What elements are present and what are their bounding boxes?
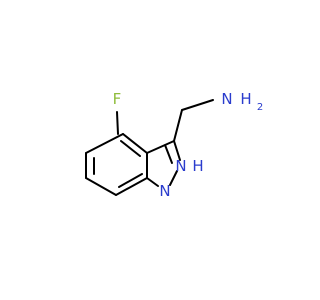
bond-c3a-c4 — [122, 133, 148, 154]
ring-nitrogen-label: N — [159, 182, 170, 200]
fluorine-atom-label: F — [113, 90, 122, 108]
bond-c3a-c4-inner — [120, 140, 141, 157]
bond-c3-n2-inner — [164, 144, 173, 164]
molecule-structure-diagram: F N H 2 N H N — [85, 90, 264, 200]
ring-nh-hydrogen-label: H — [192, 157, 203, 175]
bond-c7-c7a — [115, 177, 148, 196]
bond-c4-c5 — [85, 133, 124, 154]
bond-c3-ch2 — [173, 109, 183, 142]
atom-label-group: F N H 2 N H N — [113, 90, 264, 200]
structure-canvas: F N H 2 N H N — [85, 90, 264, 200]
bond-c4-f — [116, 111, 119, 135]
bond-n1-c7a — [146, 177, 159, 187]
ring-nh-nitrogen-label: N — [175, 157, 186, 175]
bond-group — [85, 99, 214, 196]
bond-c3a-c3 — [146, 140, 175, 154]
amine-hydrogen-label: H — [240, 90, 251, 108]
bond-ch2-n — [181, 99, 214, 111]
bond-n2-n1 — [169, 170, 178, 186]
bond-c6-c7 — [85, 177, 117, 196]
amine-nitrogen-label: N — [221, 90, 232, 108]
bond-c7-c7a-inner — [118, 173, 143, 188]
bond-c3-n2 — [173, 140, 181, 161]
amine-hydrogen-count-subscript: 2 — [257, 102, 263, 113]
